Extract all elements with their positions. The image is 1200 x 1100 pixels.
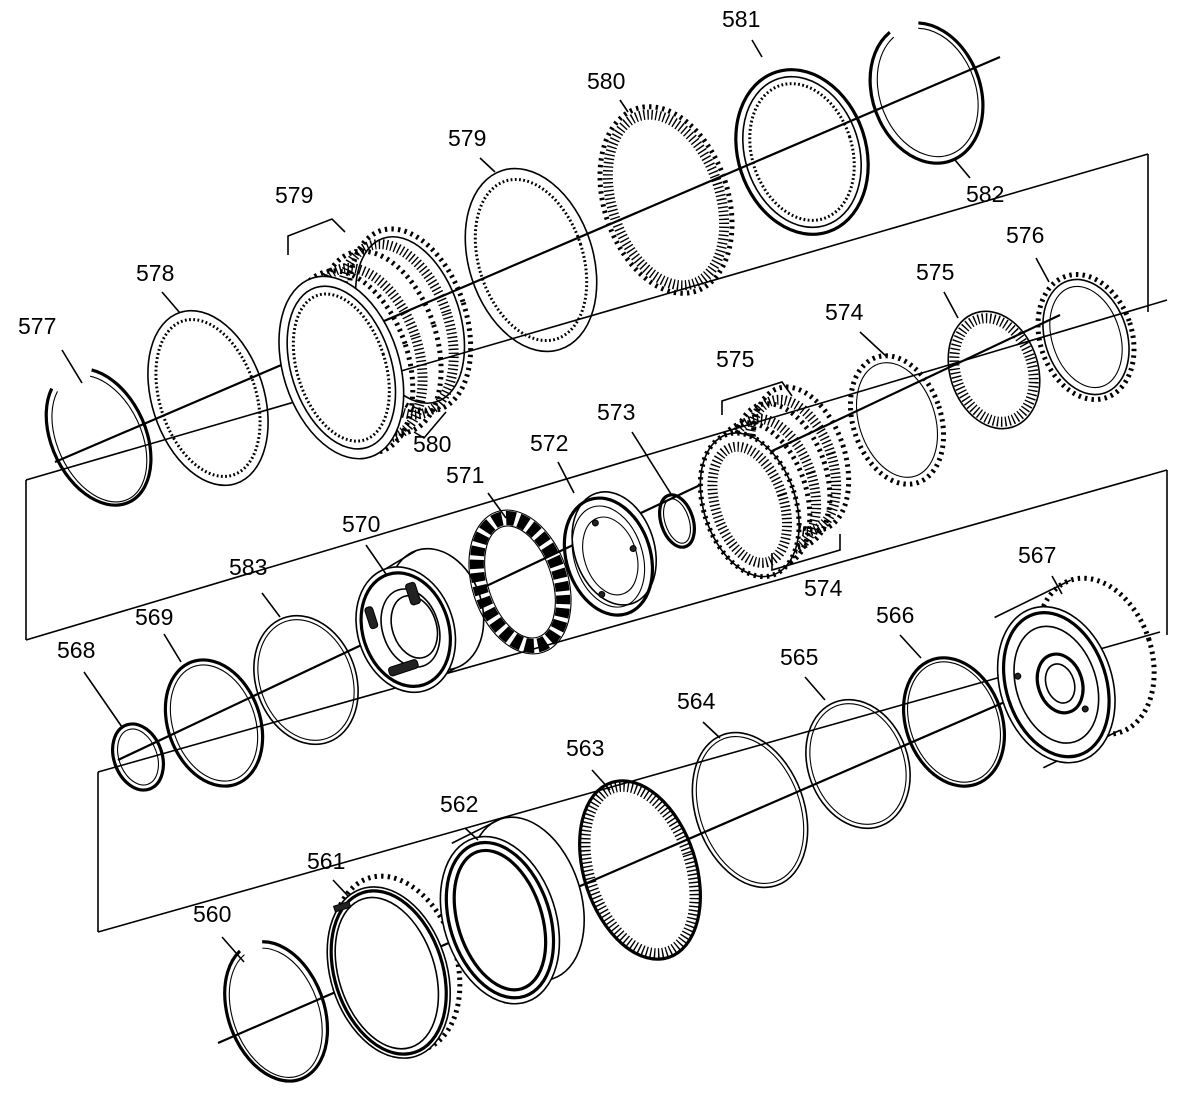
part-577-snap-ring [44,368,153,507]
callout-567: 567 [1018,542,1056,568]
part-566-seal [901,656,1007,788]
callout-574-pack: 574 [804,575,843,601]
callout-577: 577 [18,313,56,339]
leader-lines [61,39,1063,963]
callout-568: 568 [57,637,95,663]
callout-574-single: 574 [825,299,864,325]
callout-570: 570 [342,511,380,537]
callout-560: 560 [193,901,231,927]
callout-569: 569 [135,604,173,630]
callout-579-pack: 579 [275,182,313,208]
part-563-friction-plate [578,779,702,961]
part-583-seal [253,614,359,746]
callout-564: 564 [677,688,716,714]
callout-572: 572 [530,430,568,456]
part-580-friction-plate [597,104,735,296]
part-574-steel-plate [847,353,947,487]
part-565-seal [805,698,911,830]
part-575-friction-plate [947,310,1041,430]
callout-573: 573 [597,399,635,425]
callout-582: 582 [966,181,1004,207]
callout-571: 571 [446,462,484,488]
part-560-snap-ring [223,940,330,1083]
part-569-seal [163,658,265,788]
callout-566: 566 [876,602,914,628]
part-574-575-clutch-pack [697,381,852,580]
part-573-snap-ring [658,493,696,549]
callout-581: 581 [722,6,760,32]
callout-580-single: 580 [587,68,625,94]
part-582-snap-ring [868,21,985,165]
part-570-piston [355,547,485,694]
part-568-seal-ring [111,722,165,792]
callout-561: 561 [307,848,345,874]
callout-565: 565 [780,644,818,670]
callout-563: 563 [566,735,604,761]
callout-579-single: 579 [448,125,486,151]
part-579-steel-plate [464,167,598,353]
part-572-balance-dam [562,491,658,617]
callout-575-pack: 575 [716,346,754,372]
part-564-seal [691,731,809,889]
callout-575-single: 575 [916,259,954,285]
callout-562: 562 [440,791,478,817]
part-562-drum [439,816,585,1005]
callout-580-pack: 580 [413,431,451,457]
callout-labels: 560 561 562 563 564 565 566 567 568 569 … [18,6,1056,927]
part-571-spring-assembly [468,509,572,655]
callout-583: 583 [229,554,267,580]
callout-576: 576 [1006,222,1044,248]
assembly-frame [25,153,1168,933]
part-581-pressure-plate [734,68,870,236]
part-579-580-clutch-pack [278,218,474,460]
part-576-pressure-plate [1035,271,1137,403]
callout-578: 578 [136,260,174,286]
part-567-clutch-housing [994,575,1157,769]
